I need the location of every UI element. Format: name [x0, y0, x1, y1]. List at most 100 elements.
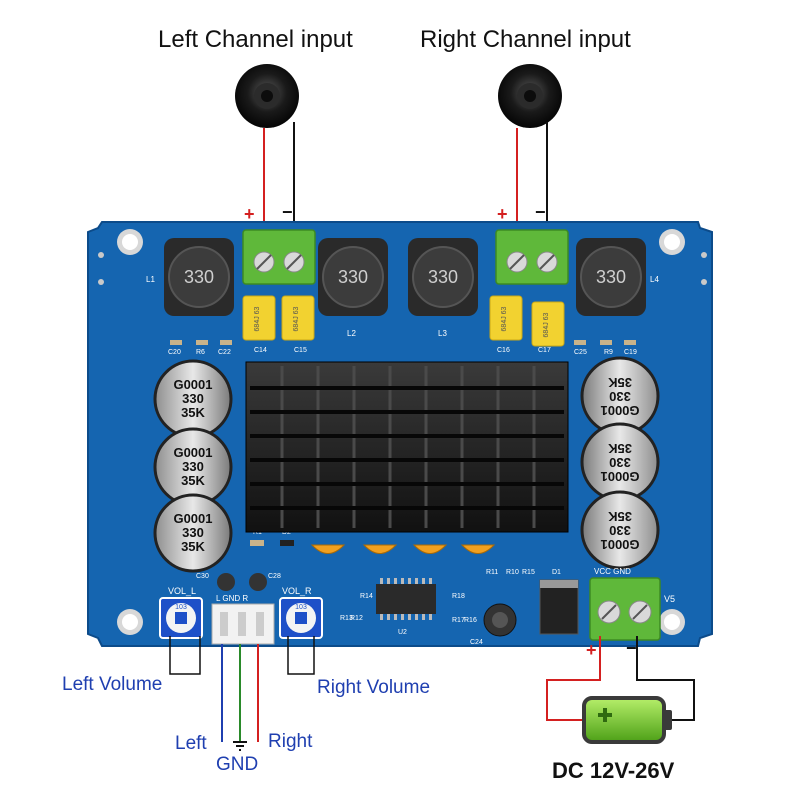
film-capacitor-c16: 684J 63 C16: [489, 295, 523, 354]
svg-text:VOL_R: VOL_R: [282, 586, 312, 596]
mounting-hole: [117, 609, 143, 635]
vol-l-label: VOL_L: [168, 586, 196, 596]
svg-text:R17: R17: [452, 617, 465, 624]
vol-r-label: VOL_R: [282, 586, 312, 596]
svg-text:C24: C24: [470, 639, 483, 646]
left-speaker-icon: [235, 64, 299, 128]
svg-text:330: 330: [182, 525, 204, 540]
small-electrolytic: [217, 573, 267, 591]
svg-text:C19: C19: [624, 349, 637, 356]
svg-text:103: 103: [295, 604, 307, 611]
svg-text:U2: U2: [398, 629, 407, 636]
svg-text:330: 330: [609, 455, 631, 470]
svg-text:35K: 35K: [181, 539, 205, 554]
inductor-label: L1: [146, 275, 155, 284]
svg-text:G0001: G0001: [173, 445, 212, 460]
heatsink: [245, 361, 569, 533]
left-minus-sign: −: [282, 202, 293, 222]
svg-text:G0001: G0001: [600, 403, 639, 418]
mounting-hole: [659, 609, 685, 635]
right-volume-potentiometer[interactable]: 103: [279, 597, 323, 639]
left-speaker-wires: [263, 122, 295, 237]
film-cap-label: C17: [538, 347, 551, 354]
electrolytic-capacitor: G0001 330 35K: [153, 493, 233, 573]
inductor-l1: 330 L1: [146, 238, 234, 316]
inductor-marking: 330: [428, 267, 458, 287]
svg-text:330: 330: [182, 459, 204, 474]
inductor-marking: 330: [596, 267, 626, 287]
electrolytic-capacitor: G0001 330 35K: [580, 422, 660, 502]
film-cap-label: C15: [294, 347, 307, 354]
right-speaker-terminal: [495, 229, 569, 285]
inductor-marking: 330: [338, 267, 368, 287]
svg-text:R6: R6: [196, 349, 205, 356]
left-channel-input-label: Left Channel input: [158, 26, 353, 53]
film-cap-label: C16: [497, 347, 510, 354]
svg-text:V5: V5: [664, 594, 675, 604]
svg-text:G0001: G0001: [600, 537, 639, 552]
electrolytic-capacitor: G0001 330 35K: [580, 490, 660, 570]
battery-icon: [582, 696, 672, 744]
inductor-l4: 330 L4: [576, 238, 659, 316]
right-channel-input-label: Right Channel input: [420, 26, 631, 53]
film-cap-marking: 684J 63: [501, 306, 508, 331]
inductor-marking: 330: [184, 267, 214, 287]
film-cap-label: C14: [254, 347, 267, 354]
right-speaker-icon: [498, 64, 562, 128]
film-capacitor-c14: 684J 63 C14: [242, 295, 276, 354]
left-volume-label: Left Volume: [62, 674, 163, 695]
left-plus-sign: +: [244, 204, 255, 224]
svg-text:35K: 35K: [607, 441, 631, 456]
svg-text:35K: 35K: [607, 509, 631, 524]
right-wire-label: Right: [268, 731, 313, 752]
film-capacitor-c15: 684J 63 C15: [281, 295, 315, 354]
left-volume-potentiometer[interactable]: 103: [159, 597, 203, 639]
svg-text:G0001: G0001: [600, 469, 639, 484]
film-cap-marking: 684J 63: [543, 312, 550, 337]
gnd-wire-label: GND: [216, 754, 259, 775]
film-cap-marking: 684J 63: [254, 306, 261, 331]
svg-text:VOL_L: VOL_L: [168, 586, 196, 596]
svg-text:R13: R13: [340, 615, 353, 622]
right-minus-sign: −: [535, 202, 546, 222]
capacitor-c24: [483, 603, 517, 637]
right-speaker-wires: [516, 122, 548, 237]
svg-text:C25: C25: [574, 349, 587, 356]
svg-text:103: 103: [175, 604, 187, 611]
svg-text:L GND R: L GND R: [216, 594, 248, 603]
gnd-input-wire: [233, 644, 247, 751]
svg-text:R12: R12: [350, 615, 363, 622]
left-speaker-terminal: [242, 229, 316, 285]
left-wire-label: Left: [175, 733, 207, 754]
electrolytic-capacitor: G0001 330 35K: [153, 359, 233, 439]
inductor-l2: 330 L2: [318, 238, 388, 338]
inductor-label: L4: [650, 275, 659, 284]
svg-text:330: 330: [182, 391, 204, 406]
svg-text:35K: 35K: [181, 405, 205, 420]
right-volume-callout: [287, 636, 315, 675]
svg-text:R9: R9: [604, 349, 613, 356]
input-header: L GND R: [211, 594, 275, 645]
ceramic-capacitors: [310, 544, 496, 554]
svg-text:G0001: G0001: [173, 377, 212, 392]
film-capacitor-c17: 684J 63 C17: [531, 301, 565, 354]
svg-text:R18: R18: [452, 593, 465, 600]
dc-supply-label: DC 12V-26V: [552, 758, 675, 783]
ic-chip: [376, 578, 436, 620]
dc-plus-sign: +: [586, 640, 597, 660]
svg-text:R11: R11: [486, 569, 498, 576]
film-cap-marking: 684J 63: [293, 306, 300, 331]
svg-text:C30: C30: [196, 573, 209, 580]
power-wires: [546, 636, 695, 721]
svg-text:VCC GND: VCC GND: [594, 567, 631, 576]
svg-text:R16: R16: [464, 617, 477, 624]
svg-text:C28: C28: [268, 573, 281, 580]
inductor-label: L3: [438, 329, 447, 338]
left-volume-callout: [169, 636, 201, 675]
svg-text:R15: R15: [522, 569, 535, 576]
svg-text:C20: C20: [168, 349, 181, 356]
svg-text:330: 330: [609, 389, 631, 404]
svg-text:D1: D1: [552, 569, 561, 576]
power-terminal: VCC GND V5: [589, 567, 675, 641]
